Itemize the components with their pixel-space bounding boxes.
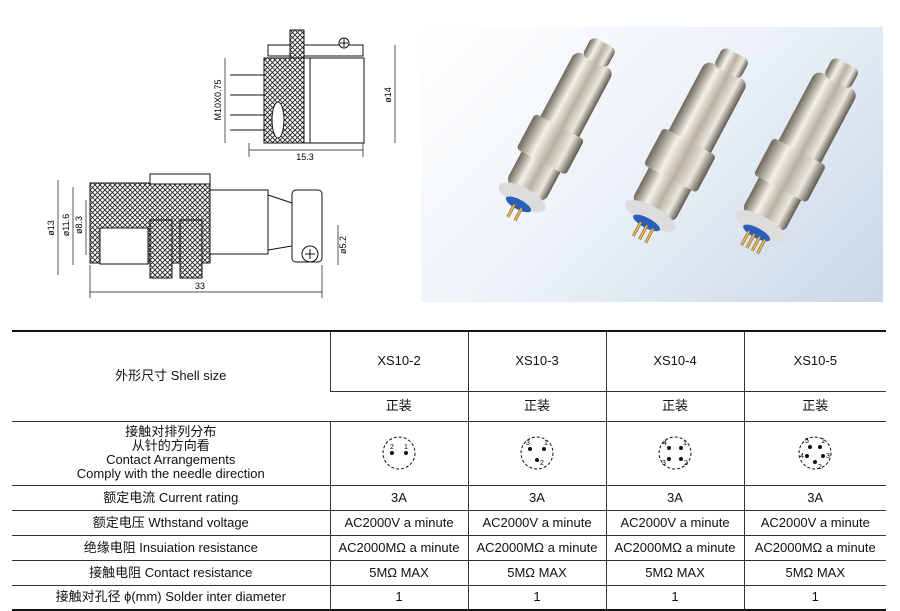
- mount-type: 正装: [605, 390, 744, 421]
- plug-side-view: [89, 173, 323, 279]
- solder-value: 1: [329, 584, 468, 610]
- plug-dimension-lines: [57, 180, 339, 298]
- insulation-value: AC2000MΩ a minute: [329, 534, 468, 560]
- row-label: 额定电流 Current rating: [12, 484, 330, 510]
- voltage-value: AC2000V a minute: [467, 509, 606, 535]
- mount-type: 正装: [743, 390, 886, 421]
- pin-label: 4: [800, 453, 804, 460]
- mount-row: 正装 正装 正装 正装: [12, 390, 886, 421]
- pin-arrangement-cell: 2 1: [329, 420, 468, 485]
- pin-label: 3: [826, 453, 830, 460]
- contact-value: 5MΩ MAX: [467, 559, 606, 585]
- pin-arrangement-cell: 5 1 4 3 2: [743, 420, 886, 485]
- pin-arrangement-xs10-4: 4 1 3 2: [658, 436, 692, 470]
- arrangement-label-cn2: 从针的方向看: [131, 438, 210, 453]
- pin-label: 1: [683, 440, 687, 447]
- insulation-value: AC2000MΩ a minute: [605, 534, 744, 560]
- solder-value: 1: [467, 584, 606, 610]
- pin-arrangement-xs10-3: 3 1 2: [520, 436, 554, 470]
- dim-mid-label: ø11.6: [61, 214, 71, 236]
- insulation-row: 绝缘电阻 Insuiation resistance AC2000MΩ a mi…: [12, 534, 886, 560]
- arrangement-row: 接触对排列分布 从针的方向看 Contact Arrangements Comp…: [12, 420, 886, 485]
- row-label: 绝缘电阻 Insuiation resistance: [12, 534, 330, 560]
- socket-dimension-lines: [224, 45, 396, 157]
- connectors-illustration: [498, 38, 858, 255]
- shell-size-row: 外形尺寸 Shell size XS10-2 XS10-3 XS10-4 XS1…: [12, 331, 886, 391]
- pin-label: 5: [805, 438, 809, 445]
- pin-label: 1: [404, 444, 408, 451]
- contact-value: 5MΩ MAX: [605, 559, 744, 585]
- dim-inner-label: ø8.3: [74, 216, 84, 234]
- pin-arrangement-cell: 3 1 2: [467, 420, 606, 485]
- arrangement-label-cn1: 接触对排列分布: [125, 424, 217, 439]
- row-label: 额定电压 Wthstand voltage: [12, 509, 330, 535]
- socket-side-view: [230, 29, 365, 144]
- arrangement-label: 接触对排列分布 从针的方向看 Contact Arrangements Comp…: [12, 420, 330, 485]
- contact-resistance-row: 接触电阻 Contact resistance 5MΩ MAX 5MΩ MAX …: [12, 559, 886, 585]
- voltage-value: AC2000V a minute: [743, 509, 886, 535]
- dim-cable-label: ø5.2: [338, 236, 348, 254]
- pin-label: 2: [818, 464, 822, 471]
- pin-label: 1: [544, 440, 548, 447]
- model-name: XS10-5: [743, 331, 886, 391]
- pin-label: 1: [821, 438, 825, 445]
- connector-xs10-2-photo: [498, 38, 615, 222]
- arrangement-label-en2: Comply with the needle direction: [76, 466, 265, 481]
- current-value: 3A: [329, 484, 468, 510]
- contact-value: 5MΩ MAX: [329, 559, 468, 585]
- dim-diameter-label: ø14: [383, 87, 393, 103]
- connector-xs10-4-photo: [735, 58, 858, 255]
- product-photo: [421, 27, 883, 302]
- voltage-row: 额定电压 Wthstand voltage AC2000V a minute A…: [12, 509, 886, 535]
- dim-total-length-label: 33: [195, 281, 205, 291]
- current-rating-row: 额定电流 Current rating 3A 3A 3A 3A: [12, 484, 886, 510]
- current-value: 3A: [743, 484, 886, 510]
- connector-xs10-3-photo: [625, 48, 748, 244]
- voltage-value: AC2000V a minute: [605, 509, 744, 535]
- model-name: XS10-4: [605, 331, 744, 391]
- insulation-value: AC2000MΩ a minute: [467, 534, 606, 560]
- dim-thread-label: M10X0.75: [213, 79, 223, 120]
- shell-size-label: 外形尺寸 Shell size: [115, 368, 227, 384]
- pin-label: 3: [526, 440, 530, 447]
- pin-label: 2: [684, 460, 688, 467]
- solder-value: 1: [743, 584, 886, 610]
- solder-value: 1: [605, 584, 744, 610]
- row-label: 接触对孔径 ɸ(mm) Solder inter diameter: [12, 584, 330, 610]
- pin-arrangement-xs10-5: 5 1 4 3 2: [798, 436, 832, 471]
- model-name: XS10-3: [467, 331, 606, 391]
- dim-outer-label: ø13: [46, 220, 56, 236]
- technical-drawings: M10X0.75 ø14 15.3 ø13 ø11.6 ø8.3 ø5.2 33: [46, 29, 396, 298]
- arrangement-label-en1: Contact Arrangements: [106, 452, 236, 467]
- pin-label: 3: [662, 460, 666, 467]
- current-value: 3A: [467, 484, 606, 510]
- current-value: 3A: [605, 484, 744, 510]
- pin-arrangement-xs10-2: 2 1: [382, 436, 416, 470]
- row-label: 接触电阻 Contact resistance: [12, 559, 330, 585]
- pin-arrangement-cell: 4 1 3 2: [605, 420, 744, 485]
- pin-label: 4: [663, 440, 667, 447]
- mount-type: 正装: [467, 390, 606, 421]
- dim-length-label: 15.3: [296, 152, 314, 162]
- contact-value: 5MΩ MAX: [743, 559, 886, 585]
- pin-label: 2: [390, 444, 394, 451]
- mount-type: 正装: [330, 390, 468, 421]
- spec-table: 外形尺寸 Shell size XS10-2 XS10-3 XS10-4 XS1…: [12, 330, 886, 611]
- voltage-value: AC2000V a minute: [329, 509, 468, 535]
- insulation-value: AC2000MΩ a minute: [743, 534, 886, 560]
- pin-label: 2: [540, 460, 544, 467]
- model-name: XS10-2: [329, 331, 468, 391]
- solder-diameter-row: 接触对孔径 ɸ(mm) Solder inter diameter 1 1 1 …: [12, 584, 886, 610]
